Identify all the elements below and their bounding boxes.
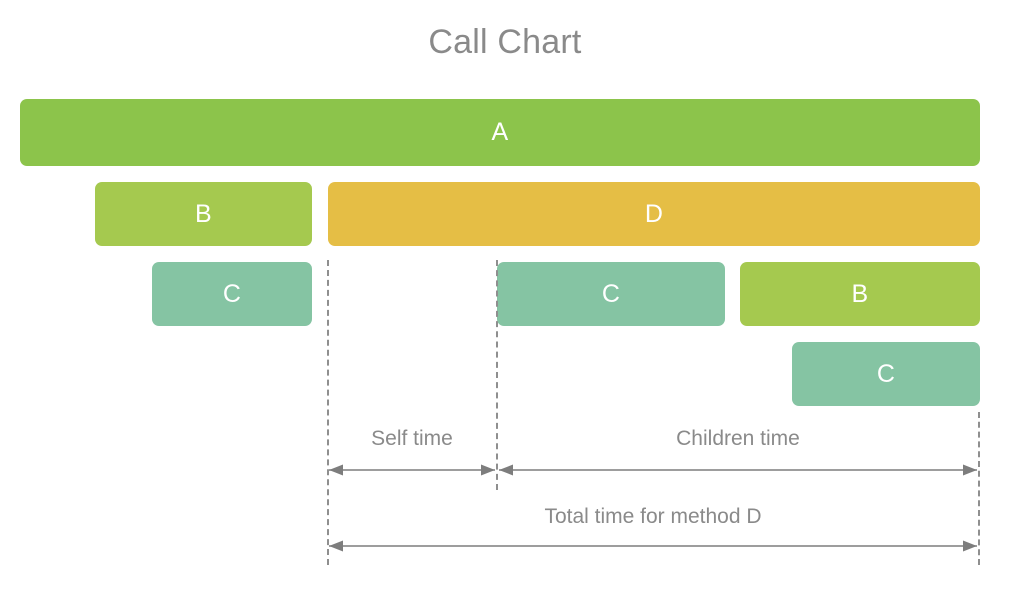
call-bar-label: C bbox=[222, 279, 242, 308]
guide-line-d-self-end bbox=[496, 260, 498, 490]
page-title: Call Chart bbox=[428, 23, 582, 61]
call-bar-label: A bbox=[491, 118, 509, 146]
call-bar-b-d1-0[interactable]: B bbox=[95, 182, 312, 246]
call-bar-label: B bbox=[851, 279, 869, 308]
call-bar-label: B bbox=[195, 199, 212, 228]
call-bar-c-d2-1[interactable]: C bbox=[497, 262, 725, 326]
call-bar-d-d1-1[interactable]: D bbox=[328, 182, 980, 246]
annotation-arrow-total-time bbox=[329, 540, 977, 552]
annotation-label-children-time: Children time bbox=[676, 427, 800, 450]
call-bar-c-d3-0[interactable]: C bbox=[792, 342, 980, 406]
call-bar-c-d2-0[interactable]: C bbox=[152, 262, 312, 326]
annotation-label-self-time: Self time bbox=[371, 427, 453, 450]
call-bar-a-d0-0[interactable]: A bbox=[20, 99, 980, 166]
annotation-label-total-time: Total time for method D bbox=[544, 505, 762, 528]
call-bar-label: D bbox=[644, 199, 664, 228]
call-bar-b-d2-2[interactable]: B bbox=[740, 262, 980, 326]
guide-line-d-end bbox=[978, 412, 980, 565]
call-bar-label: C bbox=[876, 359, 896, 388]
call-bar-label: C bbox=[601, 279, 621, 308]
guide-line-d-start bbox=[327, 260, 329, 565]
annotation-arrow-children-time bbox=[499, 464, 977, 476]
annotation-arrow-self-time bbox=[329, 464, 495, 476]
